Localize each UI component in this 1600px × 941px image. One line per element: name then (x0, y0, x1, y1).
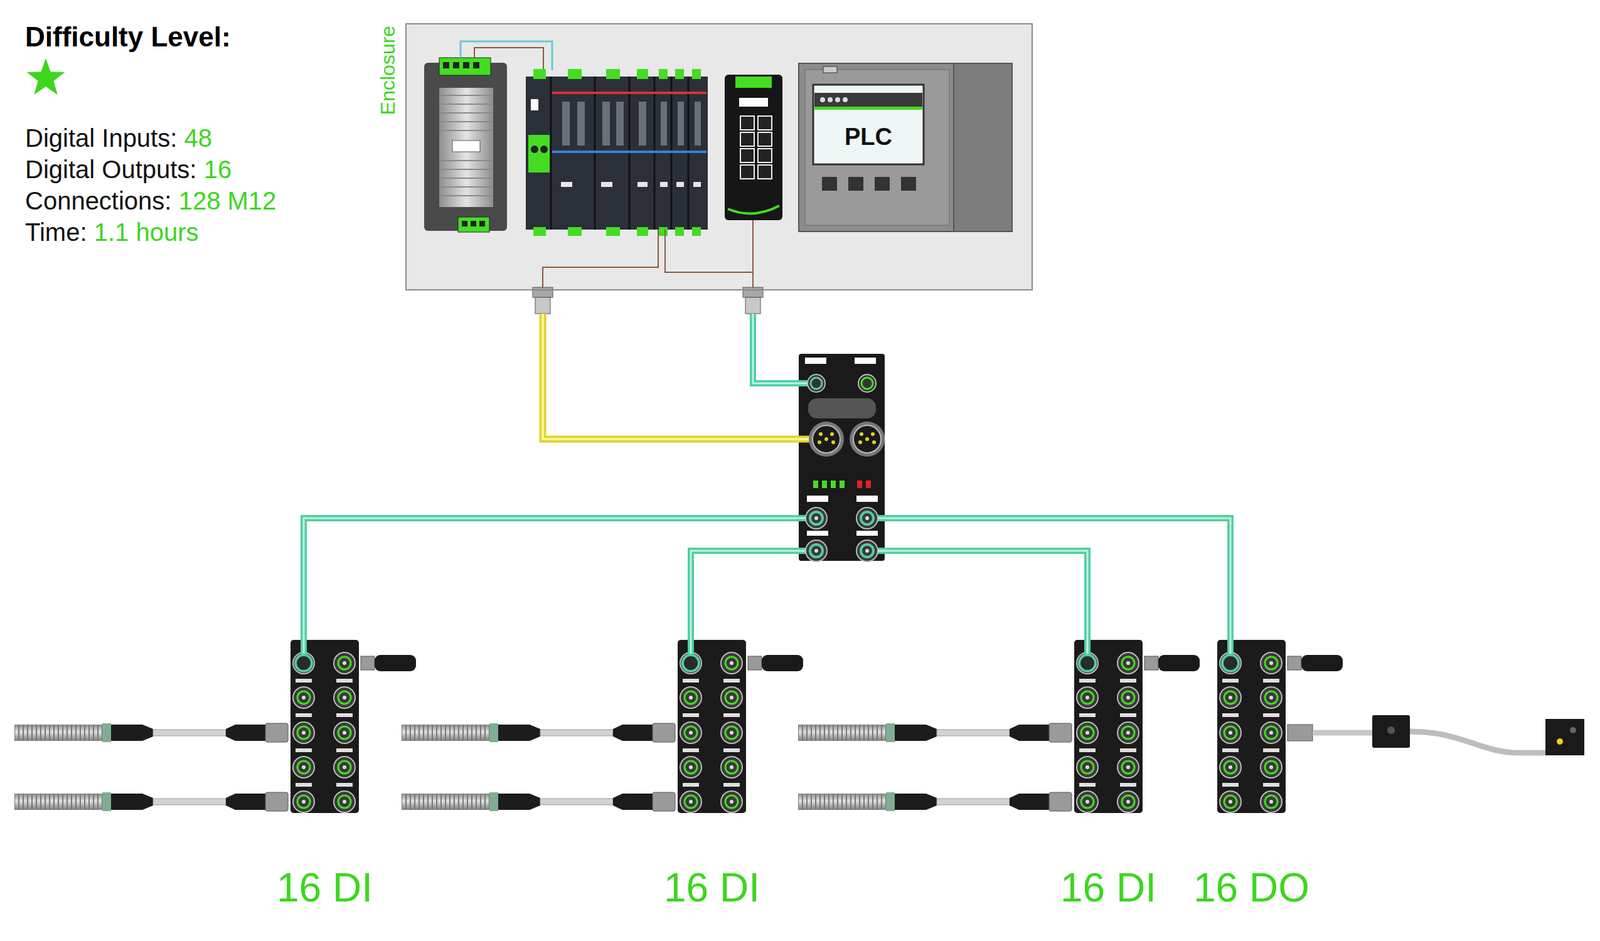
cable-gland (532, 287, 553, 314)
hub-ports (805, 374, 885, 562)
io-module-body (290, 640, 416, 814)
stat-label: Connections: (25, 186, 172, 215)
module-rail (525, 69, 708, 236)
bus-cable (303, 313, 1231, 664)
io-module-body (1217, 640, 1343, 814)
field-wire (752, 220, 754, 273)
valve-actuator (1287, 715, 1585, 756)
stat-value: 48 (184, 124, 213, 152)
stat-label: Digital Outputs: (25, 155, 197, 184)
stat-label: Time: (25, 218, 88, 246)
stat-line: Digital Inputs:48 (25, 122, 213, 154)
ethernet-switch (724, 74, 783, 221)
enclosure-label: Enclosure (376, 25, 400, 115)
stat-line: Digital Outputs:16 (25, 154, 232, 185)
supply-wire (474, 47, 544, 71)
field-wire (665, 229, 753, 288)
stat-value: 16 (203, 155, 233, 184)
io-module: 16 DI (677, 640, 747, 814)
sensor (14, 723, 288, 743)
difficulty-title: Difficulty Level: (25, 21, 231, 53)
stat-value: 1.1 hours (94, 218, 199, 246)
io-module: 16 DI (290, 640, 359, 814)
module-label: 16 DO (1193, 864, 1310, 912)
stat-line: Connections:128 M12 (25, 185, 277, 216)
cable-gland (742, 287, 763, 314)
stat-line: Time:1.1 hours (25, 217, 199, 248)
hub-module (798, 353, 885, 561)
module-label: 16 DI (1060, 864, 1157, 912)
supply-wire (460, 41, 553, 71)
sensor (798, 723, 1072, 743)
sensor (401, 792, 676, 812)
sensor (14, 792, 288, 812)
power-supply (424, 57, 507, 233)
field-wire (542, 229, 659, 288)
module-label: 16 DI (276, 864, 373, 912)
plc-label: PLC (844, 123, 893, 151)
module-label: 16 DI (663, 864, 760, 912)
io-module-body (677, 640, 804, 814)
enclosure-panel: EnclosurePLC (405, 23, 1033, 291)
sensor (798, 792, 1072, 812)
io-module-body (1074, 640, 1200, 814)
io-module: 16 DI (1074, 640, 1143, 814)
plc-device (798, 63, 1013, 232)
stat-value: 128 M12 (178, 186, 277, 215)
difficulty-star (26, 58, 66, 95)
plc-screen: PLC (813, 84, 924, 165)
sensor (401, 723, 676, 743)
io-module: 16 DO (1217, 640, 1286, 814)
stat-label: Digital Inputs: (25, 124, 177, 152)
enclosure-ground (405, 23, 1033, 291)
cable-plug (295, 655, 1239, 672)
